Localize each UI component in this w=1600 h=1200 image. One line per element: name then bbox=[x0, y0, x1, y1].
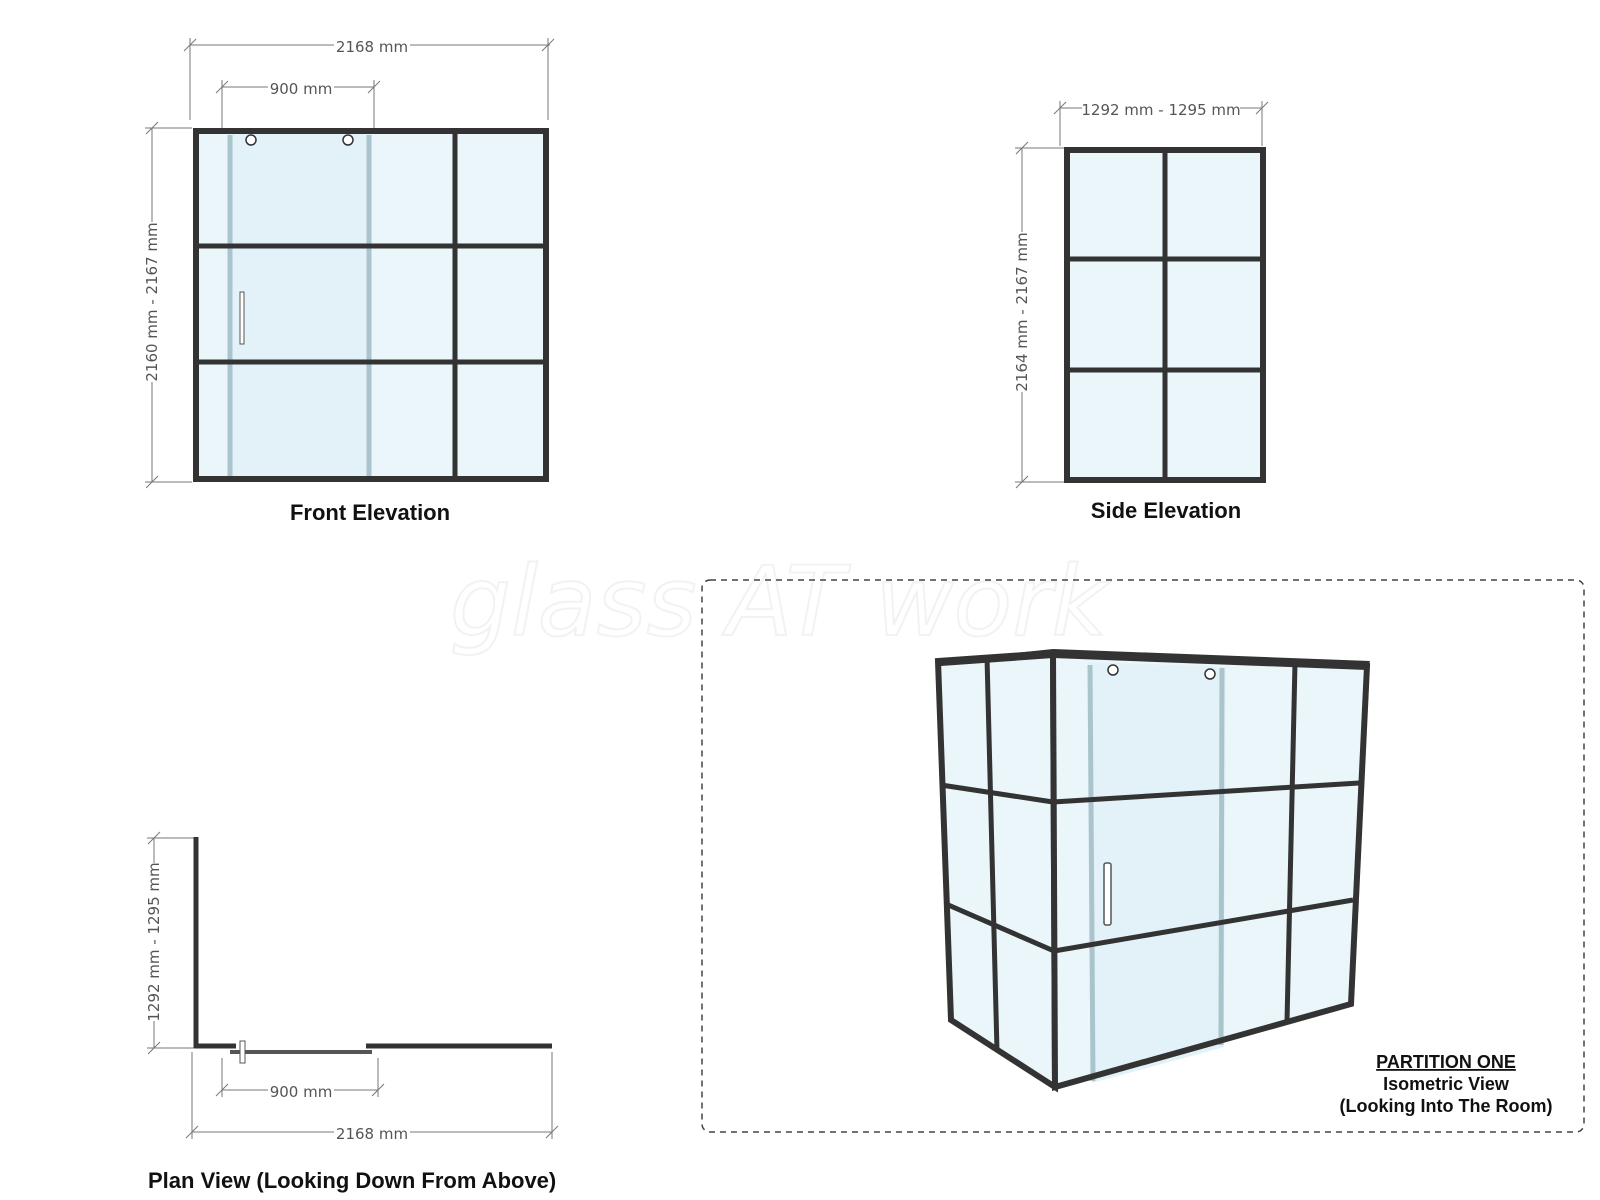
plan-depth-label: 1292 mm - 1295 mm bbox=[145, 862, 163, 1021]
iso-top-track bbox=[938, 649, 1370, 670]
door-roller-left-icon bbox=[245, 134, 257, 146]
plan-depth-dimension: 1292 mm - 1295 mm bbox=[145, 831, 194, 1055]
plan-door-handle-icon bbox=[239, 1040, 246, 1064]
plan-width-dimension: 2168 mm bbox=[185, 1052, 559, 1143]
side-width-dimension: 1292 mm - 1295 mm bbox=[1053, 99, 1269, 146]
front-frame bbox=[193, 128, 549, 482]
front-height-dimension: 2160 mm - 2167 mm bbox=[143, 121, 192, 489]
isometric-note: (Looking Into The Room) bbox=[1340, 1096, 1553, 1116]
front-elevation: 2168 mm 900 mm 2160 mm - 2167 mm bbox=[143, 36, 555, 525]
iso-front-transom-upper bbox=[1052, 780, 1360, 805]
iso-door-track-right bbox=[1218, 667, 1225, 1046]
iso-roller-right-icon bbox=[1204, 668, 1216, 680]
plan-door-label: 900 mm bbox=[270, 1083, 333, 1101]
iso-roller-left-icon bbox=[1107, 664, 1119, 676]
front-door-panel bbox=[230, 131, 369, 479]
isometric-subtitle: Isometric View bbox=[1383, 1074, 1510, 1094]
plan-door-dimension: 900 mm bbox=[215, 1058, 385, 1101]
iso-door-panel bbox=[1088, 662, 1226, 1083]
iso-side-glass bbox=[938, 653, 1055, 1087]
front-width-dimension: 2168 mm bbox=[183, 36, 555, 120]
side-frame bbox=[1064, 147, 1266, 483]
side-width-label: 1292 mm - 1295 mm bbox=[1081, 101, 1240, 119]
watermark-text: glass AT work bbox=[450, 546, 1111, 658]
isometric-dashed-border bbox=[701, 579, 1585, 1133]
front-door-dimension: 900 mm bbox=[215, 78, 381, 128]
isometric-title: PARTITION ONE bbox=[1376, 1052, 1516, 1072]
side-elevation: 1292 mm - 1295 mm 2164 mm - 2167 mm Side… bbox=[1013, 99, 1269, 523]
isometric-view: PARTITION ONE Isometric View (Looking In… bbox=[701, 579, 1585, 1133]
front-height-label: 2160 mm - 2167 mm bbox=[143, 222, 161, 381]
iso-door-handle-icon bbox=[1103, 862, 1112, 926]
iso-side-transom-upper bbox=[940, 782, 1054, 805]
plan-view-caption: Plan View (Looking Down From Above) bbox=[148, 1168, 556, 1193]
iso-door-track-left bbox=[1087, 664, 1096, 1082]
front-door-label: 900 mm bbox=[270, 80, 333, 98]
side-height-label: 2164 mm - 2167 mm bbox=[1013, 232, 1031, 391]
iso-front-mullion bbox=[1284, 662, 1298, 1023]
front-elevation-caption: Front Elevation bbox=[290, 500, 450, 525]
door-handle-icon bbox=[239, 291, 245, 345]
door-roller-right-icon bbox=[342, 134, 354, 146]
side-elevation-caption: Side Elevation bbox=[1091, 498, 1241, 523]
watermark: glass AT work bbox=[449, 545, 1112, 659]
iso-side-mullion bbox=[984, 656, 1000, 1052]
side-height-dimension: 2164 mm - 2167 mm bbox=[1013, 141, 1064, 489]
iso-front-transom-lower bbox=[1053, 897, 1354, 954]
plan-view: 1292 mm - 1295 mm 900 mm 2168 mm Plan bbox=[145, 831, 559, 1193]
front-width-label: 2168 mm bbox=[336, 38, 408, 56]
iso-side-transom-lower bbox=[945, 901, 1055, 954]
plan-width-label: 2168 mm bbox=[336, 1125, 408, 1143]
